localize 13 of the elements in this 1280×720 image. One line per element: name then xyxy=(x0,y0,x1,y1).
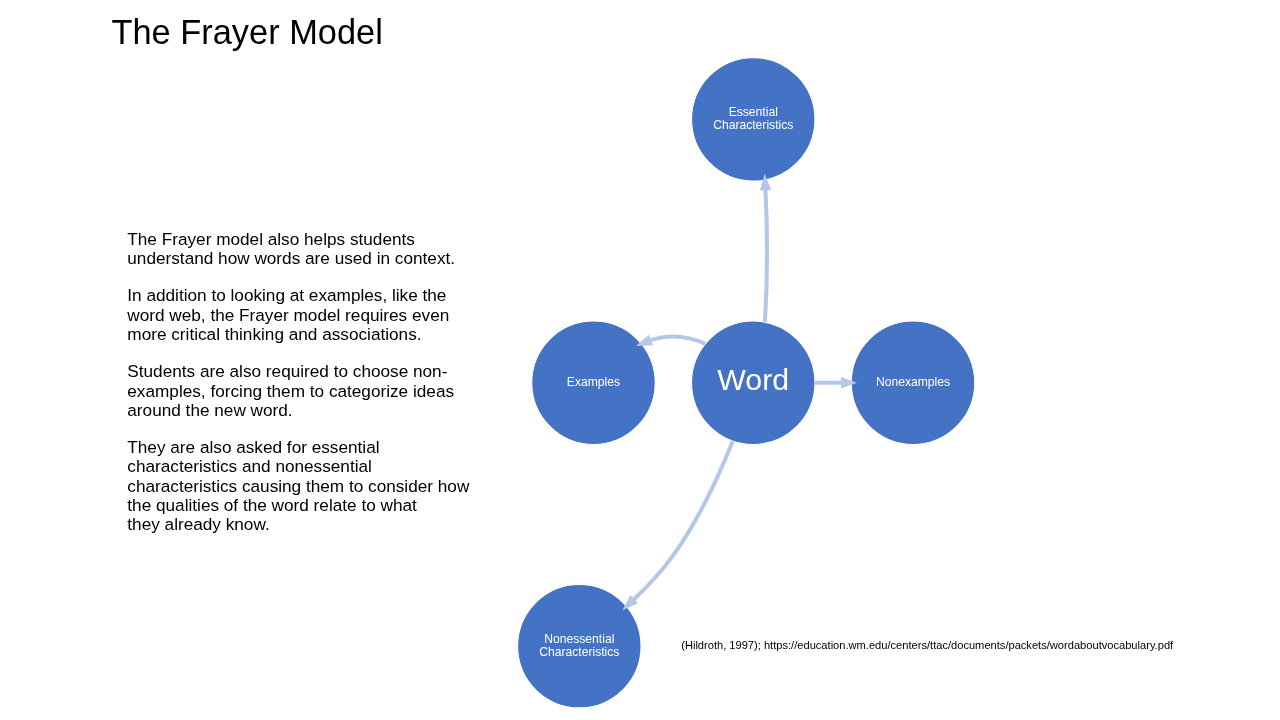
label: Students are also required to choose non-examples, forcing them to categorize ideas around the new word. xyxy=(127,361,455,420)
diagram-title: The Frayer Model xyxy=(111,12,383,51)
label: (Hildroth, 1997); https://education.wm.edu/centers/ttac/documents/packets/wordaboutvocabulary.pdf xyxy=(681,639,1174,652)
arrow xyxy=(635,334,707,347)
label: The Frayer model also helps students understand how words are used in context. xyxy=(127,228,456,269)
label: In addition to looking at examples, like the word web, the Frayer model requires even more critical thinking and associations. xyxy=(127,285,450,344)
arrow xyxy=(815,377,858,389)
node-circle: Essential Characteristics xyxy=(691,57,816,182)
node-circle: Nonexamples xyxy=(850,320,976,445)
label: They are also asked for essential characteristics and nonessential characteristics causing them to consider how the qualities of the word relate to what they already know. xyxy=(127,437,470,534)
node-circle: Word xyxy=(691,320,816,445)
arrow xyxy=(759,173,772,322)
arrow xyxy=(622,440,735,611)
